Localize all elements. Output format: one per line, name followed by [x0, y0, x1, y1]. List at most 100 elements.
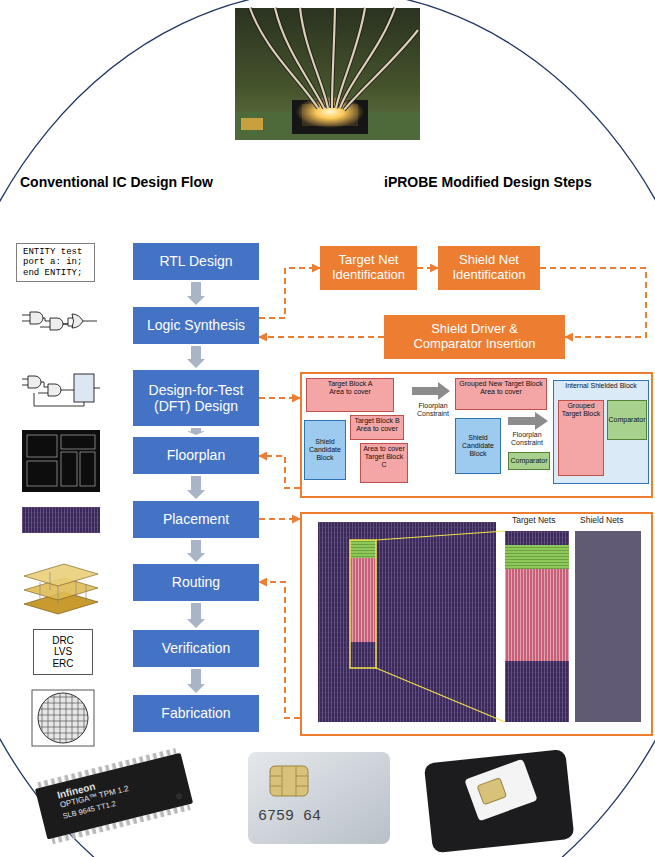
sim-card-photo	[424, 749, 575, 853]
routing-layout-figure	[318, 522, 641, 722]
floorplan-figure	[508, 412, 548, 430]
flow-arrow	[187, 346, 205, 368]
box-label: Verification	[162, 640, 230, 656]
routing-layout-figure	[350, 558, 376, 642]
check-list-box: DRC LVS ERC	[33, 629, 93, 675]
flow-arrow	[187, 603, 205, 628]
box-label: Shield Candidate Block	[458, 434, 498, 458]
credit-card-photo	[270, 766, 308, 796]
box-label: ENTITY test port a: in; end ENTITY;	[23, 247, 88, 278]
process-box: Verification	[133, 630, 259, 667]
dashed-connector	[259, 336, 384, 338]
box-label: Target Block A	[328, 380, 373, 388]
routing-thumbnail	[24, 564, 98, 586]
box-label: Floorplan Constraint	[410, 402, 456, 418]
credit-card-photo	[270, 766, 308, 796]
floorplan-thumbnail	[27, 461, 57, 486]
routing-layout-figure	[505, 545, 569, 569]
box-label: Area to cover	[363, 445, 405, 453]
box-label: Placement	[163, 511, 229, 527]
process-box: Design-for-Test (DFT) Design	[133, 370, 259, 426]
routing-layout-figure	[318, 522, 496, 722]
shield-block: Shield Candidate Block	[455, 418, 501, 474]
dashed-connector	[259, 456, 300, 488]
box-label: Comparator	[511, 457, 548, 465]
wafer-icon	[38, 693, 88, 743]
flow-arrow	[187, 428, 205, 435]
floorplan-thumbnail	[80, 452, 95, 486]
sim-card-photo	[424, 749, 575, 853]
step-box: Shield Net Identification	[438, 246, 540, 290]
target-block: Grouped Target Block	[558, 400, 604, 476]
gate-schematic	[72, 314, 83, 328]
gate-schematic	[30, 312, 43, 324]
routing-layout-figure	[376, 531, 505, 722]
shielded-block: Internal Shielded BlockGrouped Target Bl…	[553, 380, 649, 484]
box-label: Internal Shielded Block	[556, 382, 646, 390]
process-box: Logic Synthesis	[133, 307, 259, 344]
sim-card-photo	[464, 759, 537, 822]
dft-schematic	[20, 370, 102, 408]
step-box: Shield Driver & Comparator Insertion	[384, 315, 565, 359]
probe-photo	[250, 8, 418, 110]
box-label: Routing	[172, 574, 220, 590]
wafer-icon	[32, 690, 94, 746]
column-heading: iPROBE Modified Design Steps	[384, 174, 592, 190]
box-label: Target Net Identification	[325, 253, 412, 283]
routing-thumbnail	[24, 564, 98, 614]
box-label: Shield Candidate Block	[307, 438, 343, 462]
image-panel: Target NetsShield Nets	[300, 512, 653, 736]
credit-card-photo	[248, 752, 390, 844]
gate-schematic	[20, 306, 102, 342]
comparator-block: Comparator	[607, 400, 647, 440]
gate-schematic	[20, 306, 102, 342]
box-label: Fabrication	[161, 705, 230, 721]
target-block: Target Block BArea to cover	[350, 415, 404, 440]
sim-card-photo	[477, 778, 506, 805]
gate-schematic	[50, 318, 63, 330]
dft-schematic	[20, 370, 102, 408]
tpm-chip-photo	[34, 747, 195, 845]
probe-photo	[250, 8, 418, 110]
dft-schematic	[48, 384, 61, 396]
box-label: Floorplan Constraint	[504, 431, 550, 447]
wafer-icon	[36, 692, 90, 744]
floorplan-thumbnail	[22, 430, 100, 492]
probe-photo	[250, 8, 418, 110]
floorplan-figure	[412, 382, 450, 400]
flow-arrow	[187, 669, 205, 693]
floorplan-thumbnail	[22, 430, 100, 492]
dashed-connector	[259, 518, 300, 520]
image-panel: Floorplan ConstraintFloorplan Constraint…	[300, 372, 653, 498]
code-snippet-box: ENTITY test port a: in; end ENTITY;	[16, 243, 95, 282]
process-box: Fabrication	[133, 695, 259, 732]
card-number: 6759 64	[258, 808, 321, 825]
sim-card-photo	[464, 759, 537, 822]
column-heading: Conventional IC Design Flow	[20, 174, 213, 190]
gate-schematic	[22, 315, 97, 327]
box-label: Target Nets	[512, 516, 555, 526]
routing-layout-figure	[350, 540, 376, 558]
probe-photo	[250, 8, 418, 110]
floorplan-thumbnail	[61, 435, 95, 449]
target-block: Area to coverTarget Block C	[360, 443, 408, 483]
probe-photo	[235, 8, 420, 140]
wafer-icon	[32, 690, 94, 746]
dft-schematic	[28, 376, 41, 388]
box-label: Comparator	[609, 416, 646, 424]
routing-layout-figure	[350, 540, 376, 668]
floorplan-thumbnail	[27, 435, 57, 457]
process-box: Floorplan	[133, 437, 259, 474]
floorplan-thumbnail	[61, 452, 77, 486]
process-box: RTL Design	[133, 243, 259, 280]
probe-photo	[235, 8, 420, 140]
wafer-icon	[36, 692, 90, 744]
box-label: Grouped Target Block	[561, 402, 601, 418]
dashed-connector	[259, 582, 300, 718]
dft-schematic	[74, 374, 94, 402]
process-box: Routing	[133, 564, 259, 601]
tpm-chip-photo	[35, 753, 193, 840]
routing-layout-figure	[505, 531, 569, 722]
